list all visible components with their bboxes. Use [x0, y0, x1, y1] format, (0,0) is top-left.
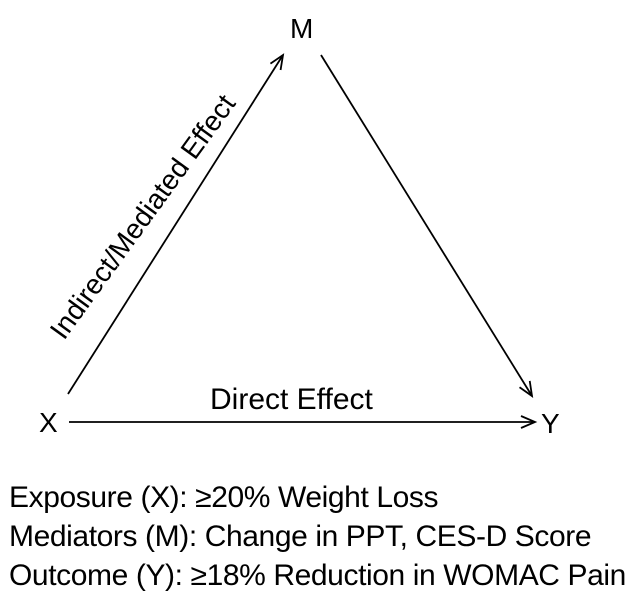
- arrow-m-to-y: [320, 54, 534, 398]
- node-m: M: [290, 13, 314, 44]
- legend-line-exposure: Exposure (X): ≥20% Weight Loss: [9, 481, 439, 514]
- legend-line-mediators: Mediators (M): Change in PPT, CES-D Scor…: [9, 520, 592, 553]
- legend: Exposure (X): ≥20% Weight Loss Mediators…: [9, 478, 626, 595]
- legend-line-outcome: Outcome (Y): ≥18% Reduction in WOMAC Pai…: [9, 559, 626, 592]
- edge-label-direct-effect: Direct Effect: [210, 383, 373, 416]
- arrow-x-to-m: [67, 53, 285, 395]
- node-y: Y: [541, 408, 560, 439]
- node-x: X: [39, 407, 58, 438]
